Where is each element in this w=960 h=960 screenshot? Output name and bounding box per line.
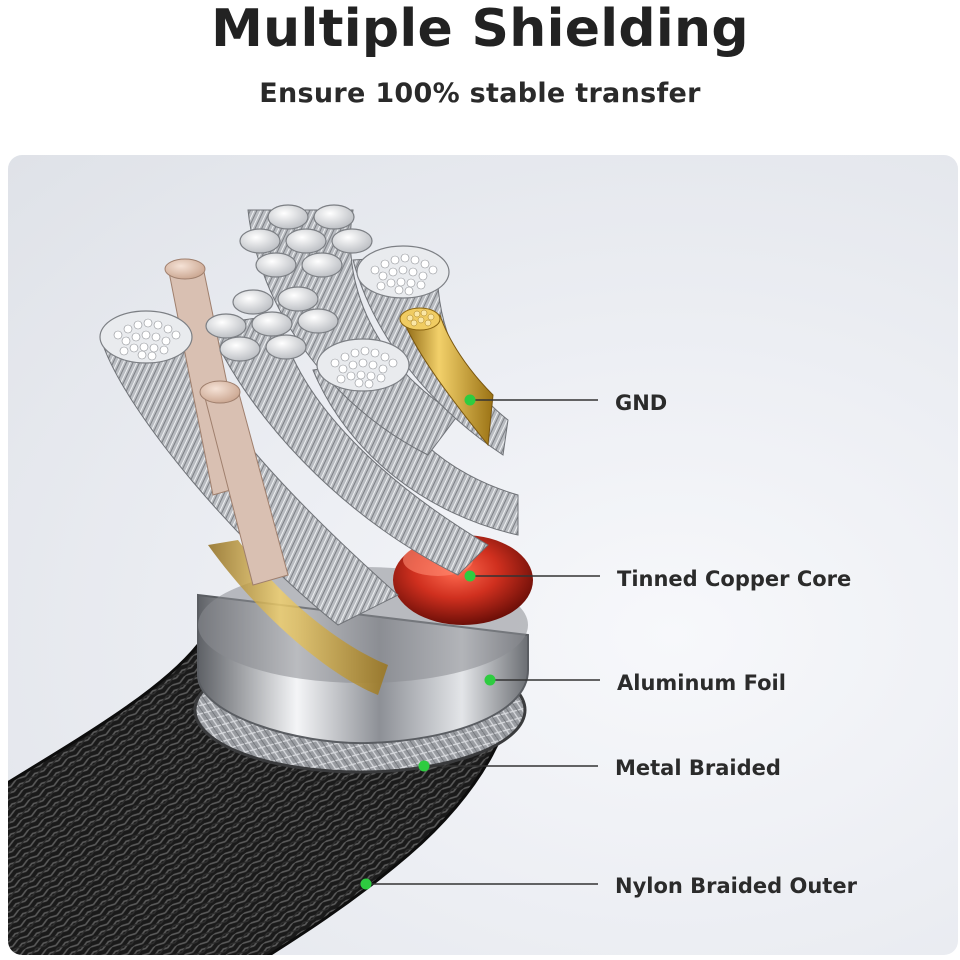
gnd-gold-bundle-end <box>399 307 441 331</box>
page-title: Multiple Shielding <box>211 0 749 59</box>
callout-metal-braid-pointer <box>418 760 598 772</box>
page-subtitle: Ensure 100% stable transfer <box>259 78 701 109</box>
strand-caps-top <box>239 204 373 278</box>
cable-cross-section-illustration <box>8 204 600 955</box>
callout-label-nylon-braided-outer: Nylon Braided Outer <box>615 874 857 898</box>
gnd-gold-strand <box>402 314 494 447</box>
callout-label-tinned-copper-core: Tinned Copper Core <box>617 567 852 591</box>
callout-label-aluminum-foil: Aluminum Foil <box>617 671 786 695</box>
callout-gnd-pointer <box>464 394 598 406</box>
fine-strand-bundle-right <box>356 245 450 299</box>
callout-label-gnd: GND <box>615 391 668 415</box>
fine-strand-bundle-center <box>316 338 410 392</box>
callout-label-metal-braided: Metal Braided <box>615 756 781 780</box>
callout-nylon-pointer <box>360 878 598 890</box>
strand-caps-middle <box>205 286 339 362</box>
callout-foil-pointer <box>484 674 600 686</box>
product-panel: GND Tinned Copper Core Aluminum Foil Met… <box>8 155 958 955</box>
fine-strand-bundle-left <box>99 310 193 364</box>
callout-core-pointer <box>464 570 600 582</box>
